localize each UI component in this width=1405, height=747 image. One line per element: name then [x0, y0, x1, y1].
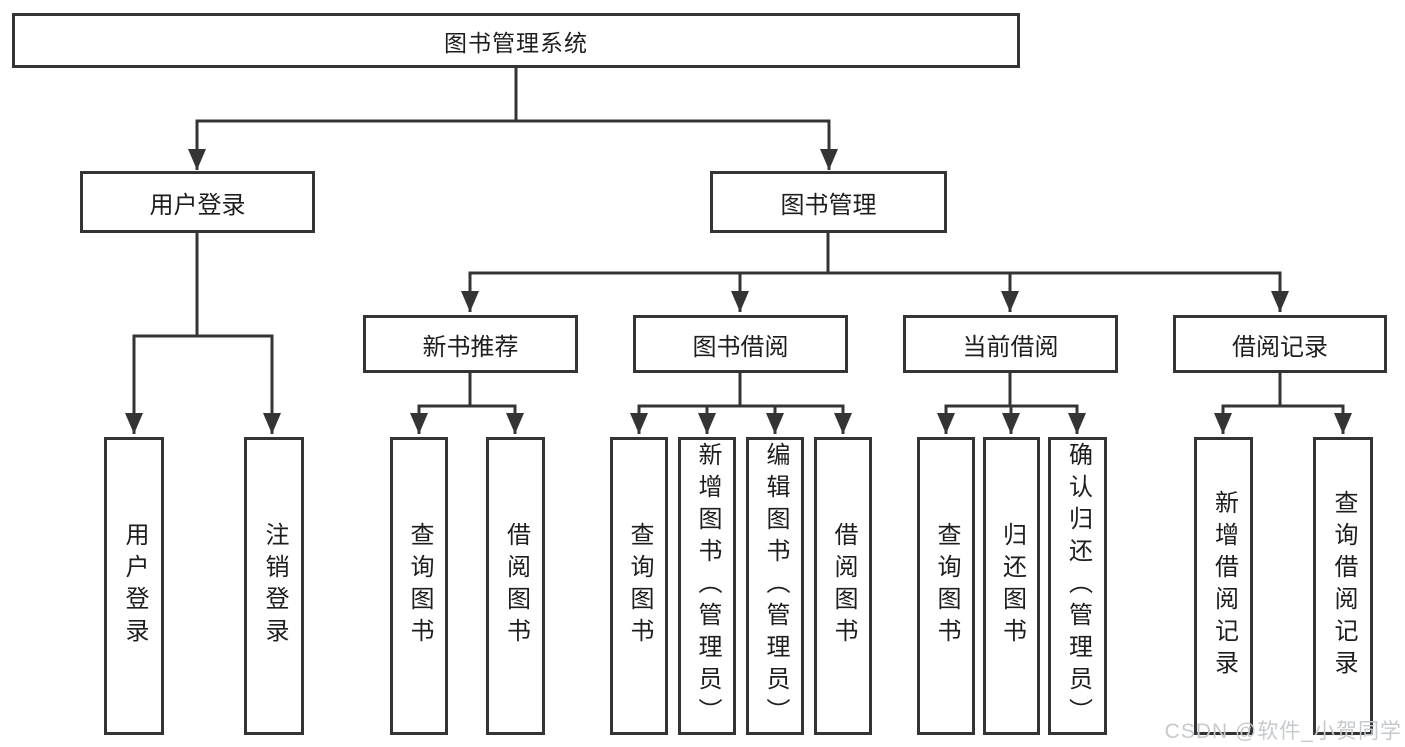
node-label: 查询借阅记录: [1330, 490, 1357, 682]
csdn-watermark: CSDN @软件_小贺同学: [1164, 720, 1402, 743]
leaf-borrow-books-borrowing: 借阅图书: [814, 437, 872, 735]
node-label: 当前借阅: [962, 333, 1059, 361]
node-label: 查询图书: [626, 522, 653, 650]
node-label: 确认归还（管理员）: [1064, 442, 1092, 730]
node-label: 借阅图书: [830, 522, 857, 650]
node-borrowing-records: 借阅记录: [1173, 315, 1387, 373]
node-label: 图书借阅: [692, 333, 789, 361]
leaf-logout: 注销登录: [244, 437, 304, 735]
node-user-login: 用户登录: [80, 171, 315, 233]
node-new-book-recommend: 新书推荐: [363, 315, 578, 373]
leaf-edit-book-admin: 编辑图书（管理员）: [746, 437, 804, 735]
leaf-query-borrow-record: 查询借阅记录: [1313, 437, 1373, 735]
node-label: 查询图书: [406, 522, 433, 650]
leaf-query-books-current: 查询图书: [917, 437, 975, 735]
leaf-query-books-recommend: 查询图书: [390, 437, 448, 735]
node-label: 注销登录: [261, 522, 288, 650]
node-label: 新书推荐: [422, 333, 519, 361]
node-label: 归还图书: [998, 522, 1026, 650]
node-label: 用户登录: [149, 191, 246, 219]
leaf-confirm-return-admin: 确认归还（管理员）: [1048, 437, 1107, 735]
node-book-management: 图书管理: [710, 171, 947, 233]
node-label: 新增图书（管理员）: [694, 442, 721, 730]
node-book-borrowing: 图书借阅: [633, 315, 848, 373]
node-label: 图书管理系统: [444, 29, 588, 56]
node-label: 新增借阅记录: [1210, 490, 1238, 682]
leaf-query-books-borrowing: 查询图书: [610, 437, 668, 735]
leaf-add-book-admin: 新增图书（管理员）: [678, 437, 736, 735]
node-label: 查询图书: [933, 522, 960, 650]
node-label: 借阅记录: [1232, 333, 1328, 361]
node-label: 用户登录: [121, 522, 148, 650]
leaf-add-borrow-record: 新增借阅记录: [1194, 437, 1253, 735]
node-label: 借阅图书: [502, 522, 530, 650]
node-label: 编辑图书（管理员）: [762, 442, 789, 730]
leaf-return-book: 归还图书: [983, 437, 1040, 735]
node-library-management-system: 图书管理系统: [12, 13, 1020, 68]
node-label: 图书管理: [780, 191, 877, 219]
leaf-user-login: 用户登录: [104, 437, 164, 735]
node-current-borrowing: 当前借阅: [903, 315, 1118, 373]
leaf-borrow-books-recommend: 借阅图书: [486, 437, 545, 735]
